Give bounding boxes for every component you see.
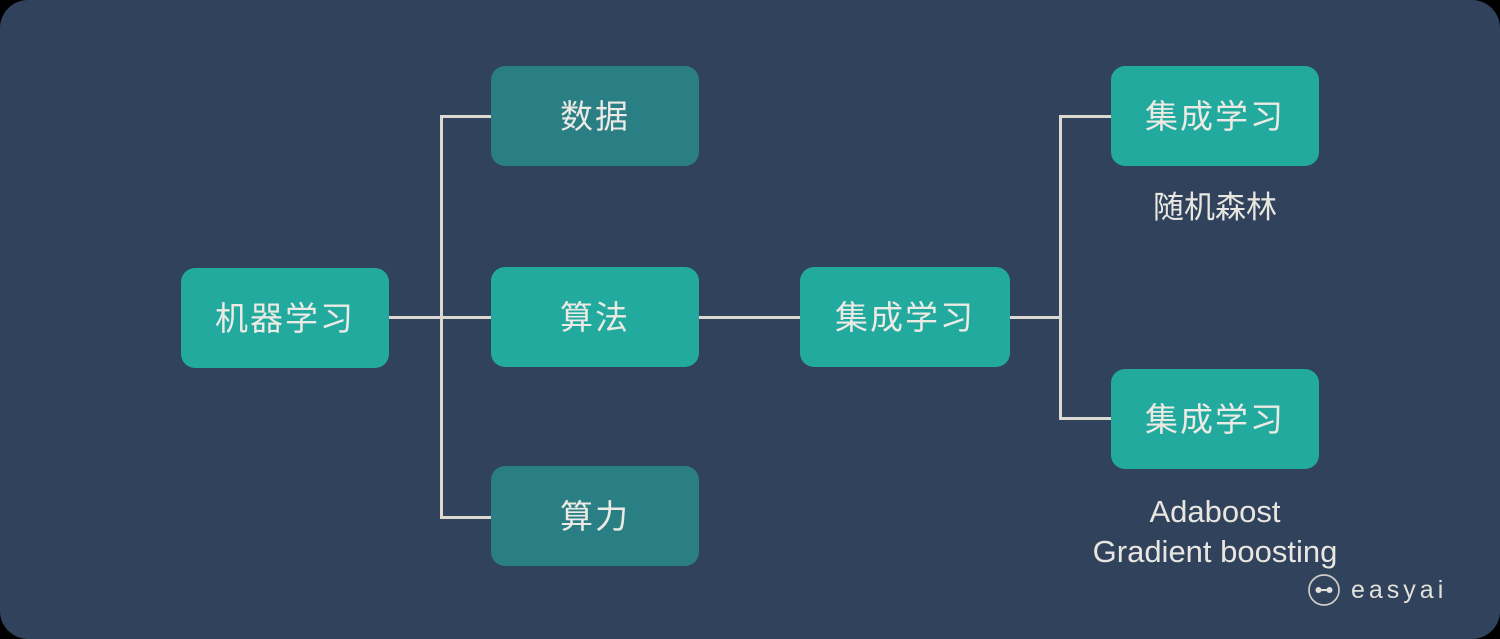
node-algo[interactable]: 算法 [491,267,699,367]
node-label-algo: 算法 [560,298,630,336]
node-label-compute: 算力 [560,497,630,535]
connector-trunk-to-algo [440,316,492,319]
node-label-boosting: 集成学习 [1145,400,1285,438]
node-label-ensemble: 集成学习 [835,298,975,336]
node-boosting[interactable]: 集成学习 [1111,369,1319,469]
node-compute[interactable]: 算力 [491,466,699,566]
node-label-bagging: 集成学习 [1145,97,1285,135]
connector-trunk-to-bagging [1059,115,1112,118]
caption-boosting: Adaboost Gradient boosting [1092,494,1338,569]
node-label-data: 数据 [560,97,630,135]
connector-ensemble-to-trunk [1009,316,1061,319]
easyai-wordmark: easyai [1351,575,1448,604]
connector-right-trunk [1059,115,1062,420]
easyai-logo: easyai [1307,573,1447,607]
node-bagging[interactable]: 集成学习 [1111,66,1319,166]
node-root[interactable]: 机器学习 [181,268,389,368]
connector-trunk-to-boosting [1059,417,1112,420]
caption-random-forest: 随机森林 [1153,190,1277,225]
connector-algo-to-ensemble [699,316,801,319]
node-ensemble[interactable]: 集成学习 [800,267,1010,367]
connector-trunk-to-data [440,115,492,118]
node-data[interactable]: 数据 [491,66,699,166]
easyai-barbell-circle-icon [1308,574,1340,606]
connector-trunk-to-compute [440,516,492,519]
connector-root-to-trunk [389,316,441,319]
node-label-root: 机器学习 [215,299,355,337]
